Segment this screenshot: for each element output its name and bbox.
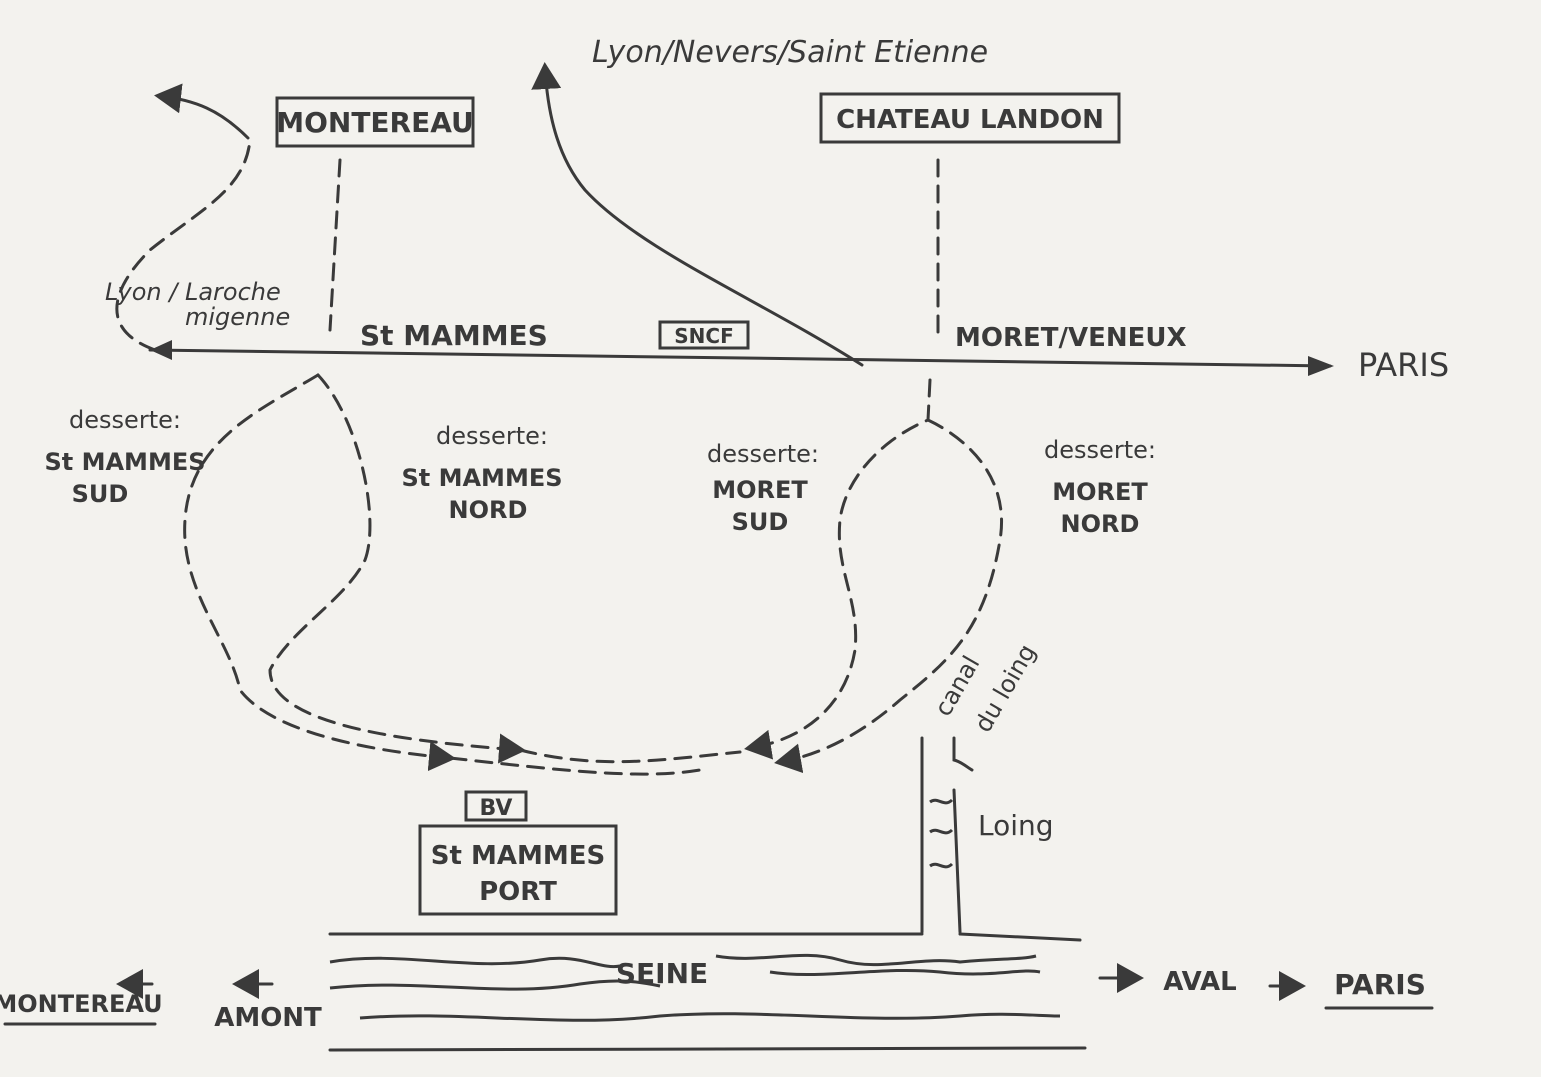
paris-arrowhead (1308, 356, 1334, 376)
aval-label: AVAL (1163, 967, 1236, 997)
seine-wave-4 (769, 968, 1041, 977)
moret-veneux-stop-label: MORET/VENEUX (955, 323, 1187, 353)
port-access-upper-route (518, 748, 742, 764)
header-destinations: Lyon/Nevers/Saint Etienne (592, 35, 988, 70)
lyon-laroche-dashed-route (115, 138, 252, 352)
desserte-st-mammes-sud-loop (183, 373, 456, 772)
desserte-moret-sud-line2: SUD (732, 508, 789, 536)
desserte-moret-sud-line1: MORET (712, 476, 808, 504)
lyon-laroche-label: Lyon / Laroche (105, 278, 281, 306)
st-mammes-port-box (418, 824, 618, 916)
seine-wave-5 (359, 1012, 1061, 1022)
seine-wave-1 (329, 956, 621, 969)
sncf-label: SNCF (674, 324, 733, 348)
port-access-lower-route (448, 756, 702, 776)
desserte-st-mammes-nord-line2: NORD (449, 496, 528, 524)
sncf-badge (658, 320, 750, 350)
montereau-exit-arrow (154, 83, 250, 140)
montereau-station-label: MONTEREAU (276, 106, 474, 139)
st-mammes-port-line1: St MAMMES (431, 841, 605, 871)
migenne-label: migenne (185, 303, 290, 331)
desserte-st-mammes-nord-line1: St MAMMES (401, 464, 562, 492)
seine-wave-3 (329, 979, 661, 991)
amont-label: AMONT (214, 1003, 322, 1033)
desserte-moret-sud-loop (744, 378, 932, 760)
desserte-moret-nord-loop (774, 418, 1003, 774)
chateau-landon-station-box (819, 92, 1121, 144)
desserte-moret-sud-title: desserte: (707, 440, 819, 468)
desserte-moret-nord-title: desserte: (1044, 436, 1156, 464)
montereau-station-box (275, 96, 475, 148)
loing-water-marks (929, 798, 954, 869)
desserte-moret-nord-line2: NORD (1061, 510, 1140, 538)
desserte-moret-nord-line1: MORET (1052, 478, 1148, 506)
desserte-st-mammes-nord-loop (268, 373, 526, 764)
branch-line-lyon-nevers (531, 62, 864, 367)
st-mammes-port-line2: PORT (479, 877, 557, 907)
montereau-vertical-link (328, 158, 342, 332)
desserte-st-mammes-sud-title: desserte: (69, 406, 181, 434)
bottom-montereau-label: MONTEREAU (0, 990, 163, 1018)
bottom-paris-label: PARIS (1334, 968, 1426, 1001)
chateau-landon-station-label: CHATEAU LANDON (836, 105, 1104, 135)
desserte-st-mammes-sud-line2: SUD (72, 480, 129, 508)
seine-north-bank (328, 932, 1082, 942)
main-rail-line (148, 348, 1332, 368)
desserte-st-mammes-nord-title: desserte: (436, 422, 548, 450)
desserte-st-mammes-sud-line1: St MAMMES (44, 448, 205, 476)
lyon-arrowhead (150, 340, 172, 360)
seine-river-label: SEINE (616, 957, 708, 990)
seine-south-bank (328, 1046, 1087, 1052)
canal-east-bank (952, 736, 974, 934)
seine-wave-2 (715, 953, 1037, 967)
bv-badge (464, 790, 528, 822)
loing-river-label: Loing (978, 809, 1054, 842)
paris-destination-label: PARIS (1358, 346, 1449, 384)
bv-label: BV (480, 796, 513, 821)
du-loing-label: du loing (969, 639, 1042, 737)
st-mammes-stop-label: St MAMMES (360, 319, 548, 352)
